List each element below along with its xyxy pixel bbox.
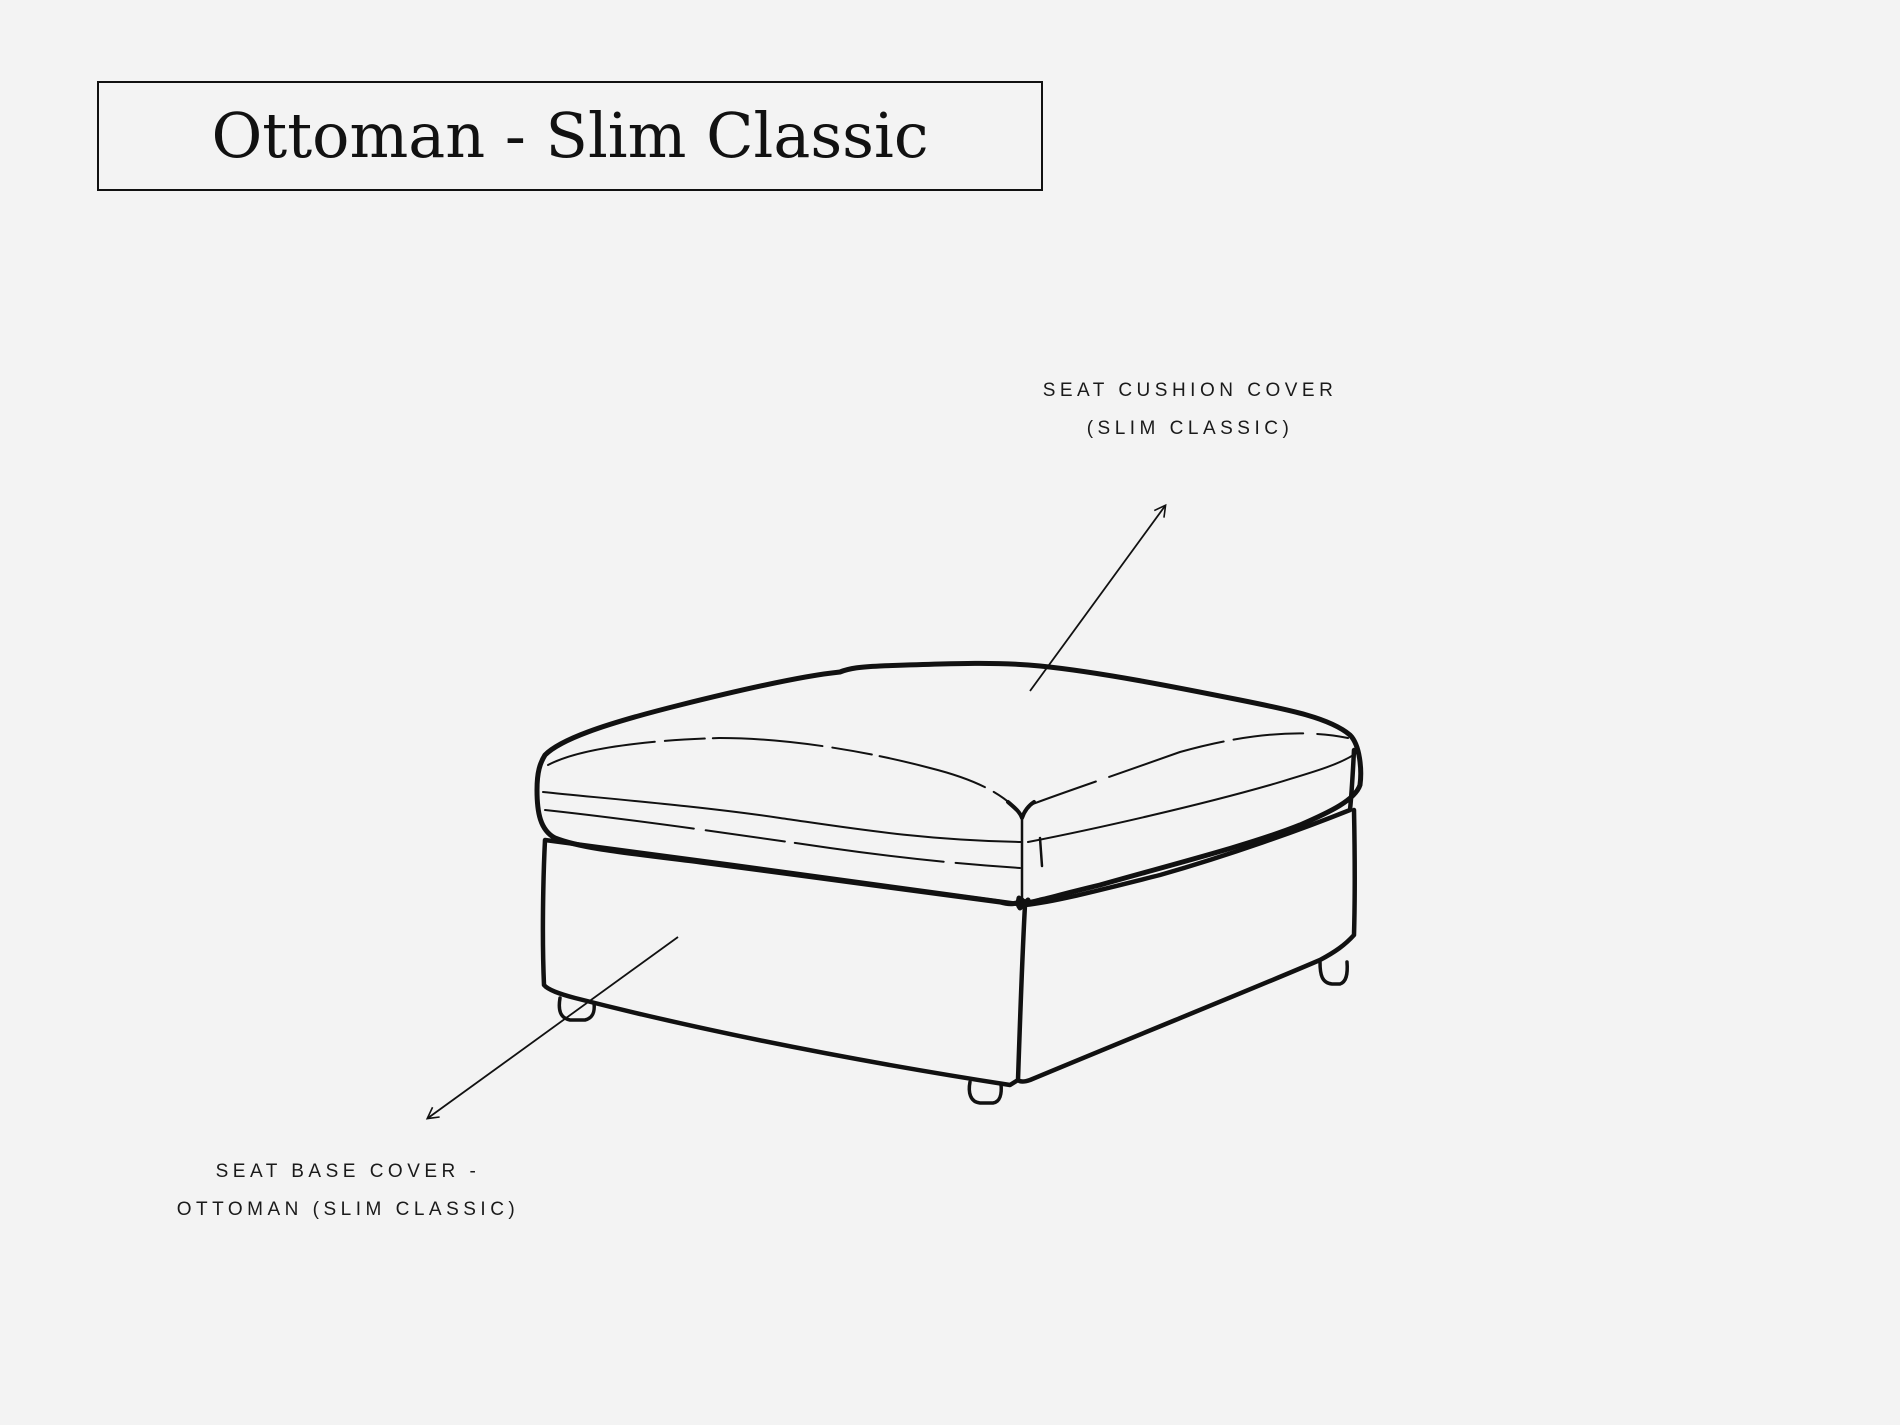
cushion-corner-pinch: [1006, 800, 1036, 820]
page-title: Ottoman - Slim Classic: [211, 99, 929, 172]
cushion-top-piping-right: [1029, 732, 1349, 806]
seat-cushion-cover-label-line1: SEAT CUSHION COVER: [1042, 380, 1338, 401]
seat-cushion-cover-label: SEAT CUSHION COVER (SLIM CLASSIC): [1020, 372, 1360, 448]
cushion-front-seam: [542, 791, 1023, 843]
seat-base-cover-label-line2: OTTOMAN (SLIM CLASSIC): [176, 1199, 520, 1220]
base-front-left-face: [540, 837, 1028, 1088]
base-front-right-face: [1015, 747, 1357, 1084]
cushion-lower-piping-left: [544, 809, 1021, 869]
cushion-base-join: [1015, 895, 1031, 911]
cushion-top-piping-left: [547, 737, 1013, 806]
cushion-right-seam: [1027, 751, 1359, 843]
cushion-callout-arrow: [1029, 503, 1167, 692]
title-frame: Ottoman - Slim Classic: [97, 81, 1043, 191]
seat-base: [540, 747, 1357, 1105]
leg-front-center: [967, 1080, 1003, 1105]
leg-front-left: [557, 996, 596, 1022]
leg-right: [1318, 960, 1349, 986]
seat-base-cover-label: SEAT BASE COVER - OTTOMAN (SLIM CLASSIC): [148, 1153, 548, 1229]
seat-cushion: [534, 660, 1364, 911]
base-callout-arrow: [425, 936, 679, 1120]
cushion-top-edge: [534, 660, 1364, 907]
seat-cushion-cover-label-line2: (SLIM CLASSIC): [1086, 418, 1294, 439]
cushion-corner-seam: [1020, 816, 1044, 904]
seat-base-cover-label-line1: SEAT BASE COVER -: [215, 1161, 481, 1182]
